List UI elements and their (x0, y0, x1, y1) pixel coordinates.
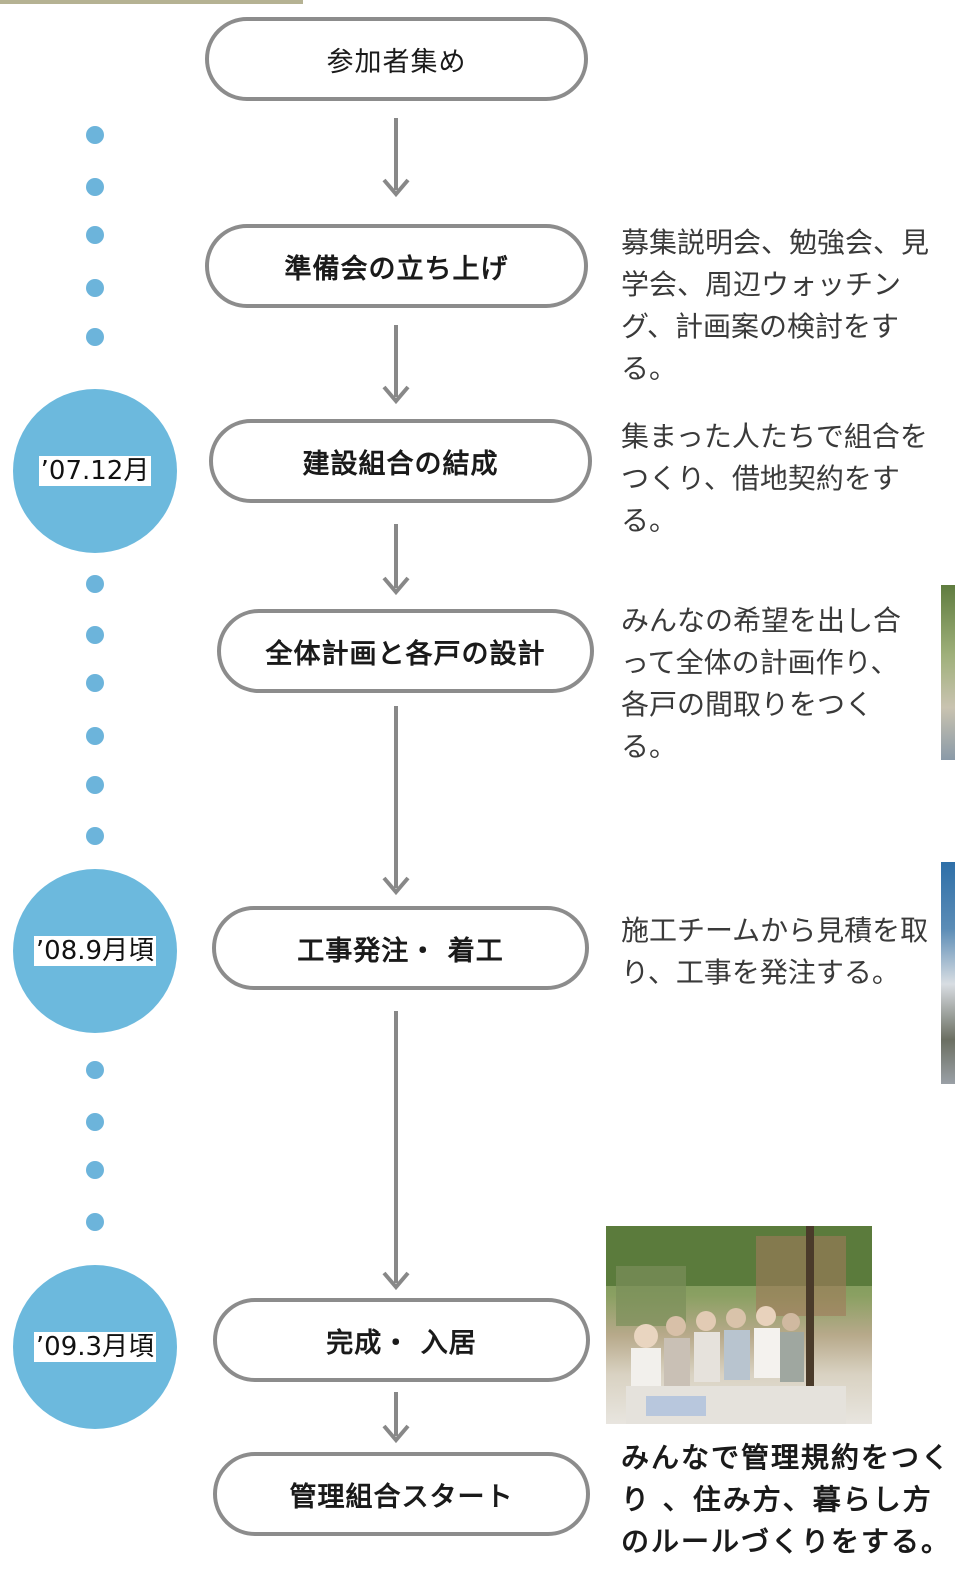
arrow-down-icon (381, 706, 411, 896)
step-order-start-construction: 工事発注・ 着工 (212, 906, 589, 990)
timeline-dot (86, 626, 104, 644)
milestone-date-circle: ’09.3月頃 (13, 1265, 177, 1429)
step-launch-preparation: 準備会の立ち上げ (205, 224, 588, 308)
description-construction: 施工チームから見積を取り、工事を発注する。 (621, 914, 929, 989)
group-photo (606, 1226, 872, 1424)
step-management-union-start: 管理組合スタート (213, 1452, 590, 1536)
step-complete-move-in: 完成・ 入居 (213, 1298, 590, 1382)
arrow-down-icon (381, 1011, 411, 1291)
step-gather-participants: 参加者集め (205, 17, 588, 101)
arrow-down-icon (381, 1392, 411, 1444)
description-design: みんなの希望を出し合って全体の計画作り、各戸の間取りをつくる。 (621, 604, 902, 763)
photo-edge (941, 862, 955, 1084)
top-accent-bar (0, 0, 303, 4)
timeline-dot (86, 827, 104, 845)
photo-edge (941, 585, 955, 760)
arrow-down-icon (381, 524, 411, 596)
timeline-dot (86, 776, 104, 794)
step-overall-plan-unit-design: 全体計画と各戸の設計 (217, 609, 594, 693)
timeline-dot (86, 126, 104, 144)
description-preparation: 募集説明会、勉強会、見学会、周辺ウォッチング、計画案の検討をする。 (621, 226, 930, 385)
milestone-date: ’07.12月 (38, 456, 152, 486)
timeline-dot (86, 1213, 104, 1231)
timeline-dot (86, 1113, 104, 1131)
timeline-dot (86, 1161, 104, 1179)
timeline-dot (86, 674, 104, 692)
timeline-dot (86, 178, 104, 196)
timeline-dot (86, 727, 104, 745)
arrow-down-icon (381, 325, 411, 405)
milestone-date: ’08.9月頃 (33, 936, 157, 966)
timeline-dot (86, 279, 104, 297)
timeline-dot (86, 226, 104, 244)
description-union: 集まった人たちで組合をつくり、借地契約をする。 (621, 420, 928, 537)
milestone-date-circle: ’08.9月頃 (13, 869, 177, 1033)
description-management: みんなで管理規約をつくり 、住み方、暮らし方のルールづくりをする。 (621, 1441, 952, 1558)
arrow-down-icon (381, 118, 411, 198)
timeline-dot (86, 575, 104, 593)
milestone-date-circle: ’07.12月 (13, 389, 177, 553)
timeline-dot (86, 328, 104, 346)
step-form-construction-union: 建設組合の結成 (209, 419, 592, 503)
timeline-dot (86, 1061, 104, 1079)
milestone-date: ’09.3月頃 (33, 1332, 157, 1362)
